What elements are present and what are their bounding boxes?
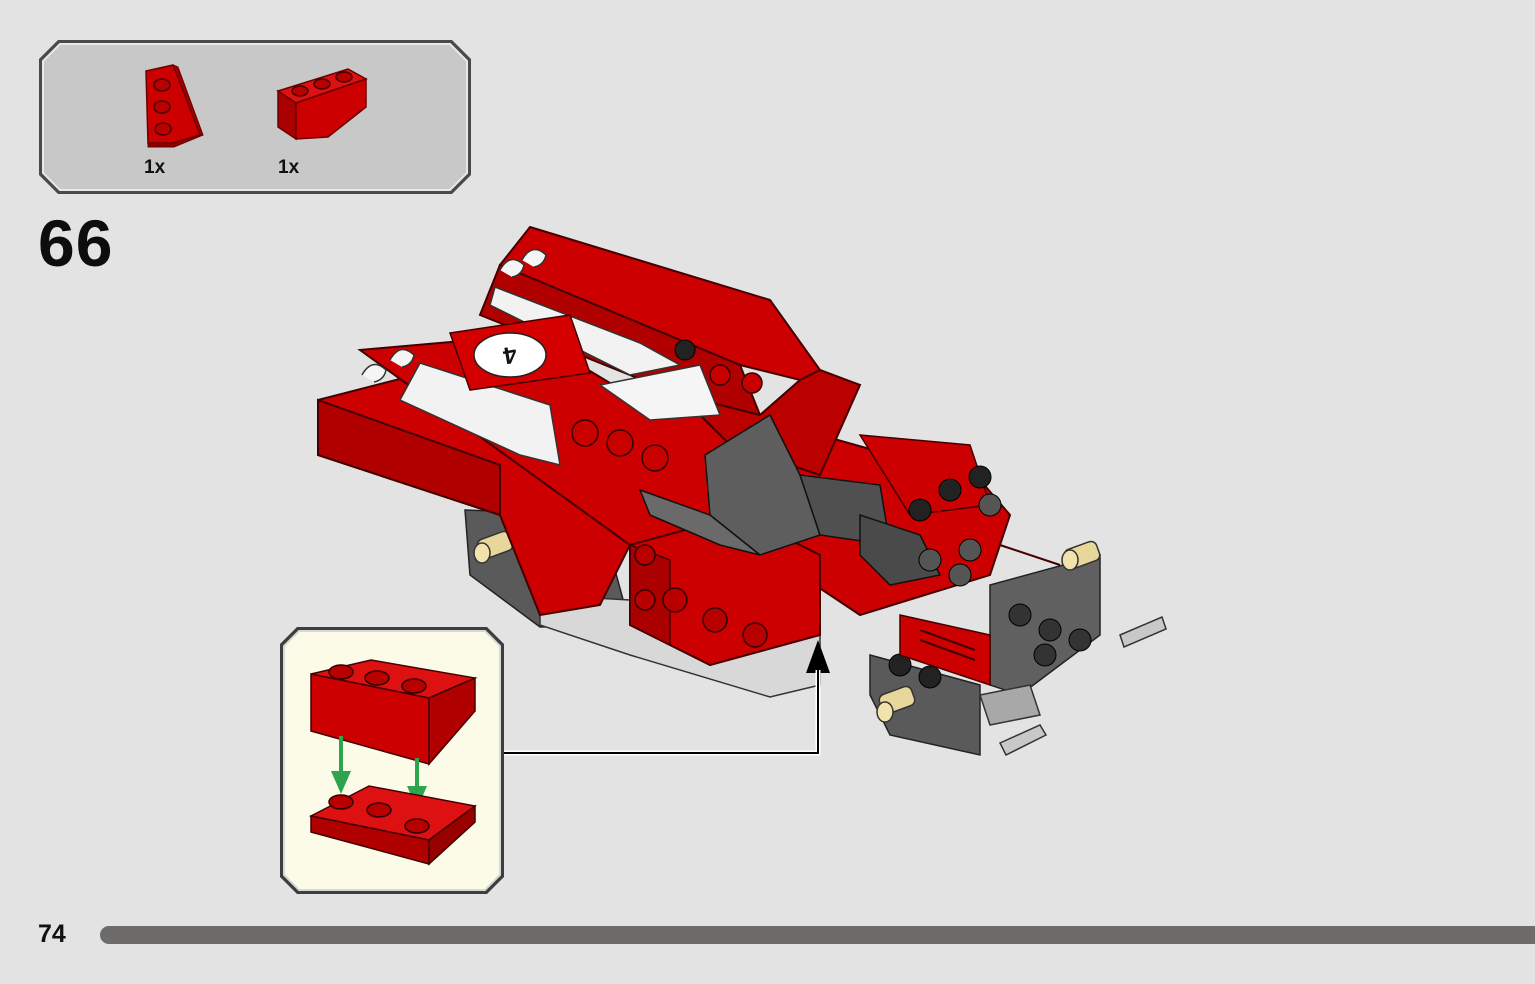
race-number-badge (473, 332, 547, 378)
white-clips (361, 248, 547, 383)
rear-detail (858, 434, 1092, 689)
model-illustration: 4 (317, 225, 1167, 757)
axle-pin-left (473, 530, 514, 564)
part-quantity-1: 1x (144, 157, 166, 178)
wedge-plate-part (145, 64, 204, 148)
parts-list-frame (39, 40, 471, 194)
pointer-arrow-icon (806, 640, 830, 673)
callout-wedge-brick (310, 659, 478, 767)
svg-text:4: 4 (500, 340, 518, 369)
callout-wedge-plate (308, 785, 477, 866)
callout-connector (500, 670, 821, 756)
front-bars (979, 615, 1167, 757)
parts-list-box: 1x 1x (38, 39, 472, 195)
part-quantity-2: 1x (278, 157, 300, 178)
step-number: 66 (38, 206, 114, 280)
subassembly-callout (280, 627, 504, 894)
progress-bar (100, 926, 1535, 944)
red-body: 4 (317, 225, 1012, 667)
axle-pin-front (876, 685, 916, 723)
axle-pin-right (1061, 540, 1101, 571)
cockpit-seat (638, 413, 942, 586)
wedge-brick-part (276, 68, 368, 141)
page-number: 74 (38, 920, 66, 948)
